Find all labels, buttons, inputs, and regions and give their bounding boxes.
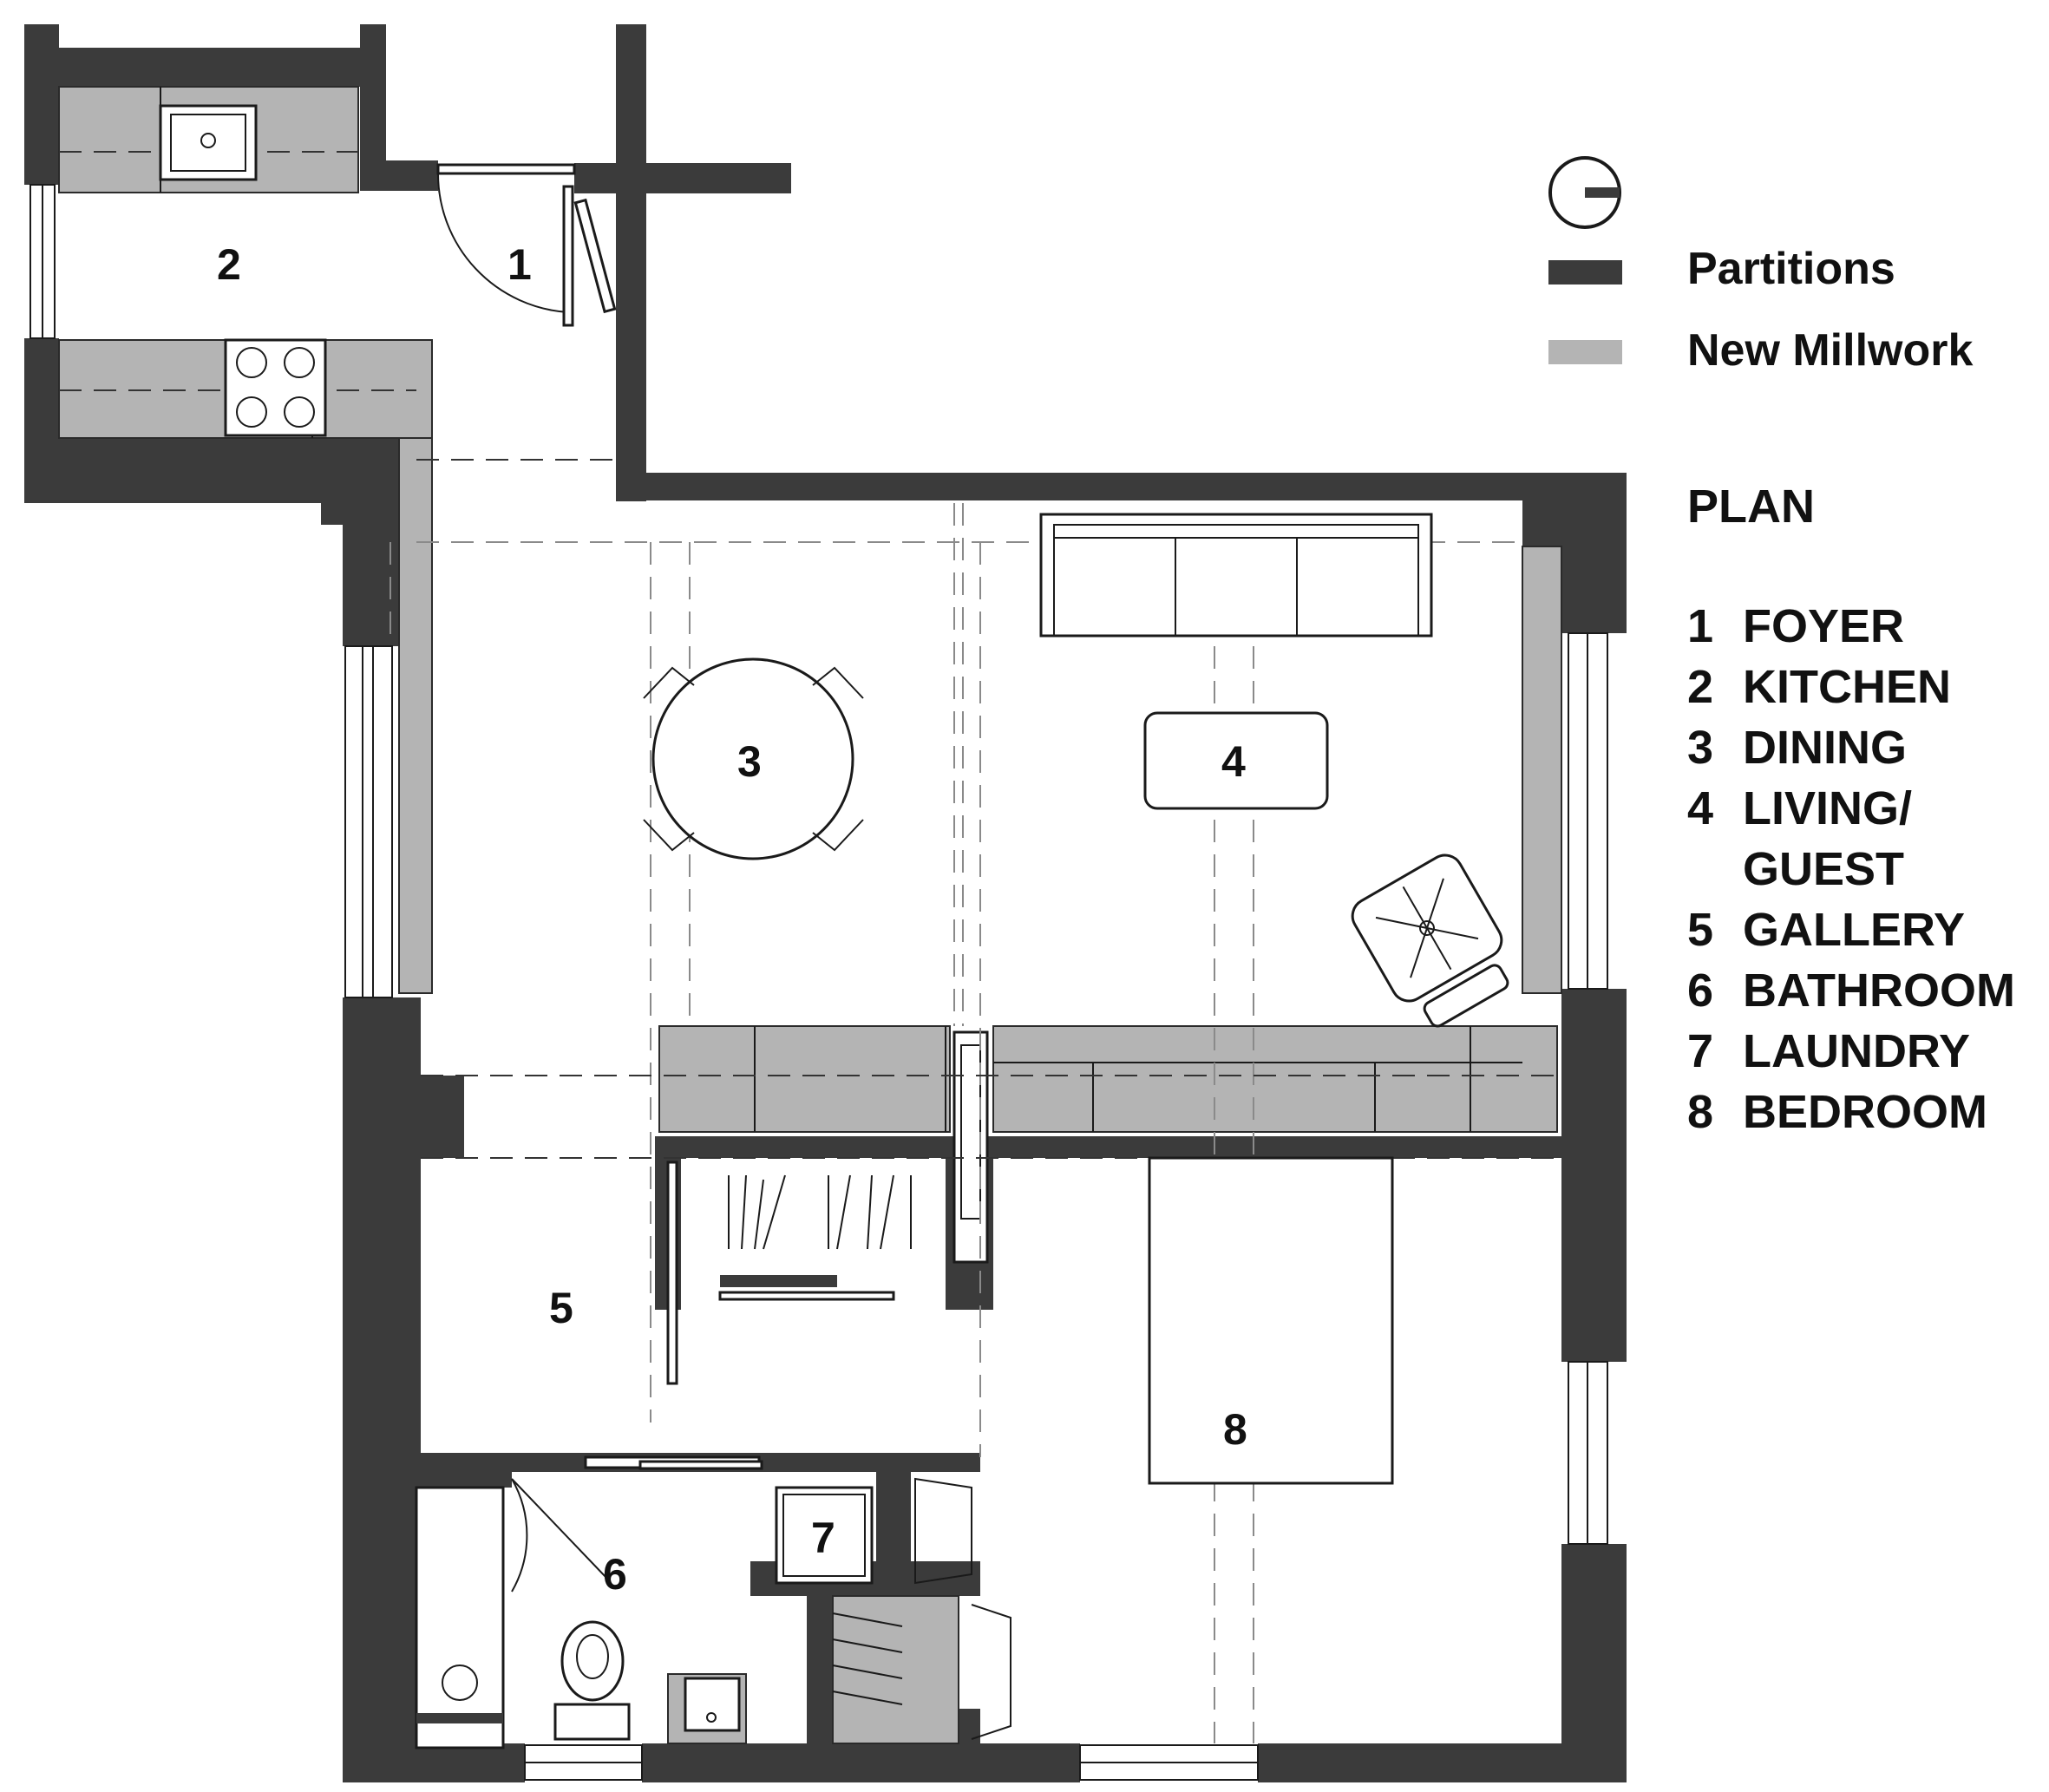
north-arrow-icon — [1548, 156, 1621, 229]
room-list-name: GALLERY — [1743, 904, 1965, 956]
dining-table — [643, 657, 864, 860]
laundry-machine — [775, 1486, 874, 1585]
room-list: 1 FOYER 2 KITCHEN 3 DINING 4 LIVING/ GUEST 5… — [1687, 596, 2015, 1142]
room-number-5: 5 — [549, 1284, 573, 1332]
sofa — [1039, 513, 1433, 638]
room-list-number: 3 — [1687, 722, 1714, 774]
room-list-number: 8 — [1687, 1086, 1714, 1138]
room-list-name: BEDROOM — [1743, 1086, 1987, 1138]
doors — [436, 163, 1011, 1740]
plan-title: PLAN — [1687, 481, 1815, 533]
closet-hangers — [728, 1174, 912, 1705]
room-number-6: 6 — [603, 1550, 627, 1599]
bed — [1148, 1156, 1394, 1485]
room-list-item: 7 LAUNDRY — [1687, 1021, 2015, 1082]
room-list-name: GUEST — [1743, 843, 1905, 895]
legend-new-millwork-label: New Millwork — [1687, 325, 1974, 376]
room-list-item: 3 DINING — [1687, 717, 2015, 778]
room-list-item: 5 GALLERY — [1687, 899, 2015, 960]
room-number-2: 2 — [217, 240, 241, 289]
room-list-item: 4 LIVING/ — [1687, 778, 2015, 839]
room-list-number: 2 — [1687, 661, 1714, 713]
lounge-chair — [1351, 853, 1509, 1028]
room-list-item: 2 KITCHEN — [1687, 657, 2015, 717]
room-list-name: BATHROOM — [1743, 965, 2015, 1017]
room-list-name: KITCHEN — [1743, 661, 1951, 713]
new-millwork — [58, 86, 1562, 1744]
room-list-number — [1687, 839, 1743, 899]
windows — [29, 184, 1608, 1781]
room-number-4: 4 — [1221, 737, 1246, 786]
bathroom-fixtures — [415, 1486, 741, 1749]
room-list-name: DINING — [1743, 722, 1907, 774]
overhead-dashed-lines — [59, 151, 1561, 1743]
room-list-item: 1 FOYER — [1687, 596, 2015, 657]
partitions-swatch — [1548, 260, 1622, 284]
room-number-8: 8 — [1223, 1405, 1247, 1454]
room-list-item: 6 BATHROOM — [1687, 960, 2015, 1021]
partition-walls — [24, 24, 1627, 1782]
room-list-number: 5 — [1687, 904, 1714, 956]
room-number-1: 1 — [507, 240, 532, 289]
room-list-item: 8 BEDROOM — [1687, 1082, 2015, 1142]
room-numbers: 1 2 3 4 5 6 7 8 — [217, 240, 1247, 1599]
room-list-number: 1 — [1687, 600, 1714, 652]
room-list-number: 7 — [1687, 1025, 1714, 1077]
room-list-number: 4 — [1687, 782, 1714, 834]
new-millwork-swatch — [1548, 340, 1622, 364]
coffee-table — [1143, 711, 1329, 810]
room-list-number: 6 — [1687, 965, 1714, 1017]
room-list-name: LIVING/ — [1743, 782, 1913, 834]
room-list-item: GUEST — [1687, 839, 2015, 899]
room-list-name: LAUNDRY — [1743, 1025, 1970, 1077]
room-number-7: 7 — [811, 1514, 835, 1562]
kitchen-fixtures — [159, 104, 327, 437]
room-list-name: FOYER — [1743, 600, 1905, 652]
room-number-3: 3 — [737, 737, 762, 786]
legend-partitions-label: Partitions — [1687, 244, 1895, 294]
